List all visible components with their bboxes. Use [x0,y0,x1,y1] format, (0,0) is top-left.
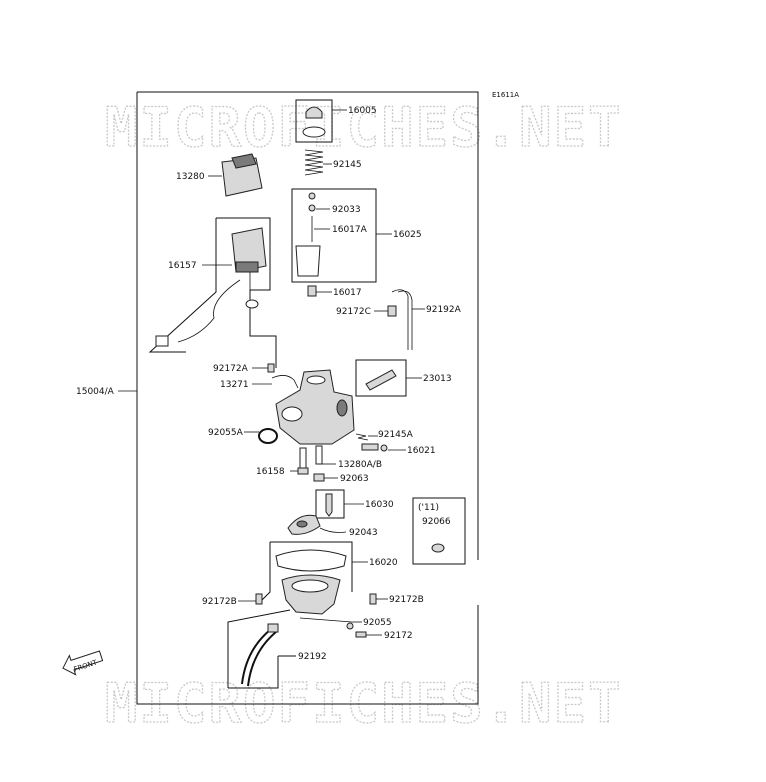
part-92192-drain-tube [227,609,296,689]
label-16025: 16025 [393,230,422,240]
part-16025-group [291,188,392,283]
part-16157-auto-choke [148,217,277,368]
part-carburetor-body [275,369,355,445]
part-92172B-screws [238,593,388,605]
label-92172B-left: 92172B [202,597,237,607]
part-92043-float [287,514,347,535]
part-92055A-oring [244,428,278,444]
label-16157: 16157 [168,261,197,271]
part-16017 [307,285,332,297]
diagram-code: E1611A [492,91,519,99]
front-arrow-icon [62,650,104,676]
label-23013: 23013 [423,374,452,384]
label-16020: 16020 [369,558,398,568]
part-16005-cap [295,99,347,143]
outer-frame [136,91,479,705]
label-13280: 13280 [176,172,205,182]
label-16017A: 16017A [332,225,368,235]
label-92172A: 92172A [213,364,249,374]
label-92172B-right: 92172B [389,595,424,605]
part-23013 [355,359,422,397]
label-92172: 92172 [384,631,413,641]
label-92172C: 92172C [336,307,371,317]
part-92145-spring [304,149,332,176]
label-16021: 16021 [407,446,436,456]
label-15004A: 15004/A [76,387,115,397]
watermark-top: MICROFICHES.NET [105,96,623,159]
label-16030: 16030 [365,500,394,510]
label-13280AB: 13280A/B [338,460,382,470]
part-92192A-tube [374,289,425,350]
label-16005: 16005 [348,106,377,116]
label-92145: 92145 [333,160,362,170]
part-92172A-13271 [252,363,299,389]
label-92055: 92055 [363,618,392,628]
part-92066-box [412,497,466,565]
label-92063: 92063 [340,474,369,484]
label-13271: 13271 [220,380,249,390]
part-16030-float-valve [315,489,364,519]
label-92192: 92192 [298,652,327,662]
part-jets [290,445,338,482]
label-92043: 92043 [349,528,378,538]
label-92055A: 92055A [208,428,244,438]
label-92033: 92033 [332,205,361,215]
label-92066: 92066 [422,517,451,527]
part-92145A-16021 [355,433,406,452]
part-16020-float-chamber [257,541,368,615]
label-92145A: 92145A [378,430,414,440]
label-16158: 16158 [256,467,285,477]
label-year-note: ('11) [418,503,439,513]
part-92055-92172 [299,617,382,638]
part-13280-cover [208,153,263,197]
label-92192A: 92192A [426,305,462,315]
label-16017: 16017 [333,288,362,298]
